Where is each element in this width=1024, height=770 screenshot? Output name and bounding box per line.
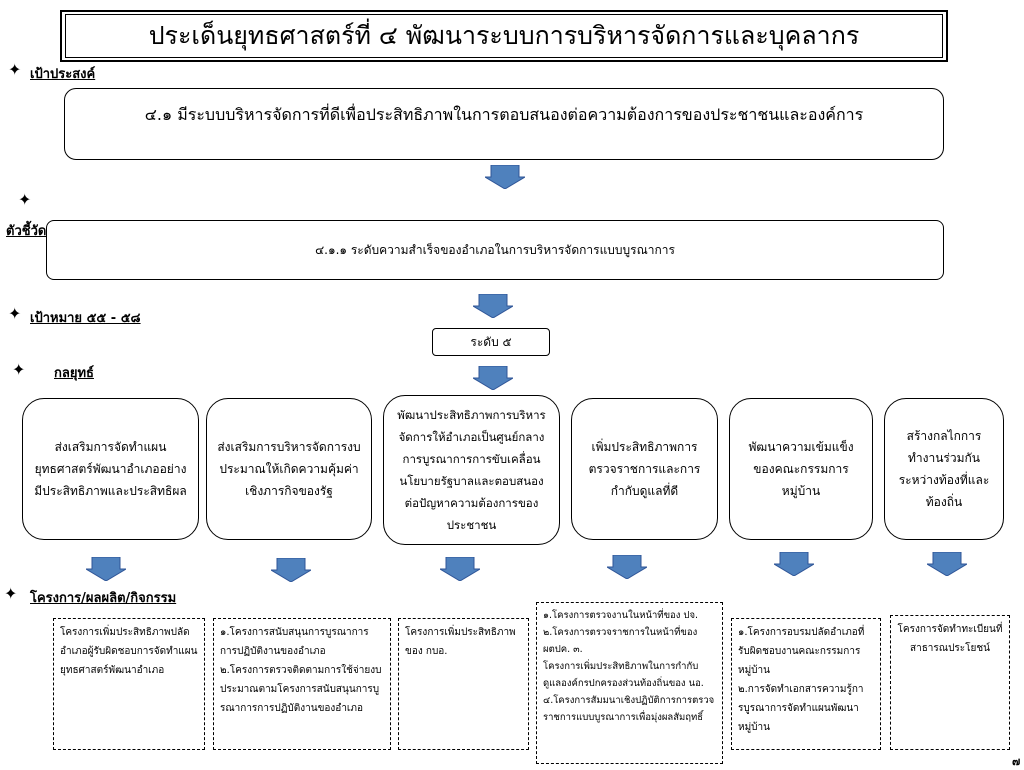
strategy-text: ส่งเสริมการจัดทำแผนยุทธศาสตร์พัฒนาอำเภออ… xyxy=(34,440,187,498)
strategy-box: ส่งเสริมการบริหารจัดการงบประมาณให้เกิดคว… xyxy=(206,398,372,540)
strategy-box: ส่งเสริมการจัดทำแผนยุทธศาสตร์พัฒนาอำเภออ… xyxy=(22,398,199,540)
down-arrow-icon xyxy=(605,554,649,583)
section-objective-label: เป้าประสงค์ xyxy=(30,67,96,82)
project-text: โครงการเพิ่มประสิทธิภาพของ กบอ. xyxy=(405,627,516,657)
strategy-box: พัฒนาความเข้มแข็งของคณะกรรมการหมู่บ้าน xyxy=(729,398,873,540)
strategy-box: พัฒนาประสิทธิภาพการบริหารจัดการให้อำเภอเ… xyxy=(383,395,560,545)
project-box: โครงการเพิ่มประสิทธิภาพปลัดอำเภอผู้รับผิ… xyxy=(53,618,205,750)
star-icon: ✦ xyxy=(8,304,22,323)
target-level-box: ระดับ ๕ xyxy=(432,328,550,356)
project-box: ๑.โครงการอบรมปลัดอำเภอที่รับผิดชอบงานคณะ… xyxy=(731,618,881,750)
strategy-text: ส่งเสริมการบริหารจัดการงบประมาณให้เกิดคว… xyxy=(217,440,361,498)
strategy-text: สร้างกลไกการทำงานร่วมกันระหว่างท้องที่แล… xyxy=(898,429,990,509)
down-arrow-icon xyxy=(84,556,128,585)
project-box: โครงการจัดทำทะเบียนที่สาธารณประโยชน์ xyxy=(890,615,1010,750)
strategy-text: เพิ่มประสิทธิภาพการตรวจราชการและการกำกับ… xyxy=(588,440,701,498)
down-arrow-icon xyxy=(772,551,816,580)
title-frame xyxy=(60,10,948,62)
indicator-box: ๔.๑.๑ ระดับความสำเร็จของอำเภอในการบริหาร… xyxy=(46,220,944,280)
star-icon: ✦ xyxy=(4,584,18,603)
indicator-text: ๔.๑.๑ ระดับความสำเร็จของอำเภอในการบริหาร… xyxy=(315,242,675,257)
star-icon: ✦ xyxy=(8,60,22,79)
down-arrow-icon xyxy=(925,551,969,580)
objective-box: ๔.๑ มีระบบบริหารจัดการที่ดีเพื่อประสิทธิ… xyxy=(64,88,944,160)
star-icon: ✦ xyxy=(12,360,26,379)
strategy-box: เพิ่มประสิทธิภาพการตรวจราชการและการกำกับ… xyxy=(571,398,718,540)
project-text: ๑.โครงการตรวจงานในหน้าที่ของ ปจ. ๒.โครงก… xyxy=(543,610,715,723)
project-text: โครงการเพิ่มประสิทธิภาพปลัดอำเภอผู้รับผิ… xyxy=(60,627,198,676)
section-projects-label: โครงการ/ผลผลิต/กิจกรรม xyxy=(30,591,177,606)
down-arrow-icon xyxy=(438,556,482,585)
project-text: ๑.โครงการสนับสนุนการบูรณาการการปฏิบัติงา… xyxy=(220,627,382,714)
section-indicator-label: ตัวชี้วัด xyxy=(6,224,47,239)
strategy-text: พัฒนาประสิทธิภาพการบริหารจัดการให้อำเภอเ… xyxy=(397,408,546,532)
down-arrow-icon xyxy=(269,557,313,586)
down-arrow-icon xyxy=(471,365,515,394)
strategy-box: สร้างกลไกการทำงานร่วมกันระหว่างท้องที่แล… xyxy=(884,398,1004,540)
strategy-text: พัฒนาความเข้มแข็งของคณะกรรมการหมู่บ้าน xyxy=(748,440,854,498)
project-box: ๑.โครงการตรวจงานในหน้าที่ของ ปจ. ๒.โครงก… xyxy=(536,602,723,764)
section-strategy-label: กลยุทธ์ xyxy=(54,366,94,381)
down-arrow-icon xyxy=(483,164,527,193)
star-icon: ✦ xyxy=(18,190,32,209)
down-arrow-icon xyxy=(471,293,515,322)
page-title: ประเด็นยุทธศาสตร์ที่ ๔ พัฒนาระบบการบริหา… xyxy=(65,14,943,58)
section-target-label: เป้าหมาย ๕๕ - ๕๘ xyxy=(30,311,141,326)
project-box: โครงการเพิ่มประสิทธิภาพของ กบอ. xyxy=(398,618,529,750)
objective-text: ๔.๑ มีระบบบริหารจัดการที่ดีเพื่อประสิทธิ… xyxy=(144,105,864,124)
project-text: โครงการจัดทำทะเบียนที่สาธารณประโยชน์ xyxy=(897,624,1003,654)
project-box: ๑.โครงการสนับสนุนการบูรณาการการปฏิบัติงา… xyxy=(213,618,391,750)
project-text: ๑.โครงการอบรมปลัดอำเภอที่รับผิดชอบงานคณะ… xyxy=(738,627,865,733)
page-number: ๗ xyxy=(1012,755,1021,768)
